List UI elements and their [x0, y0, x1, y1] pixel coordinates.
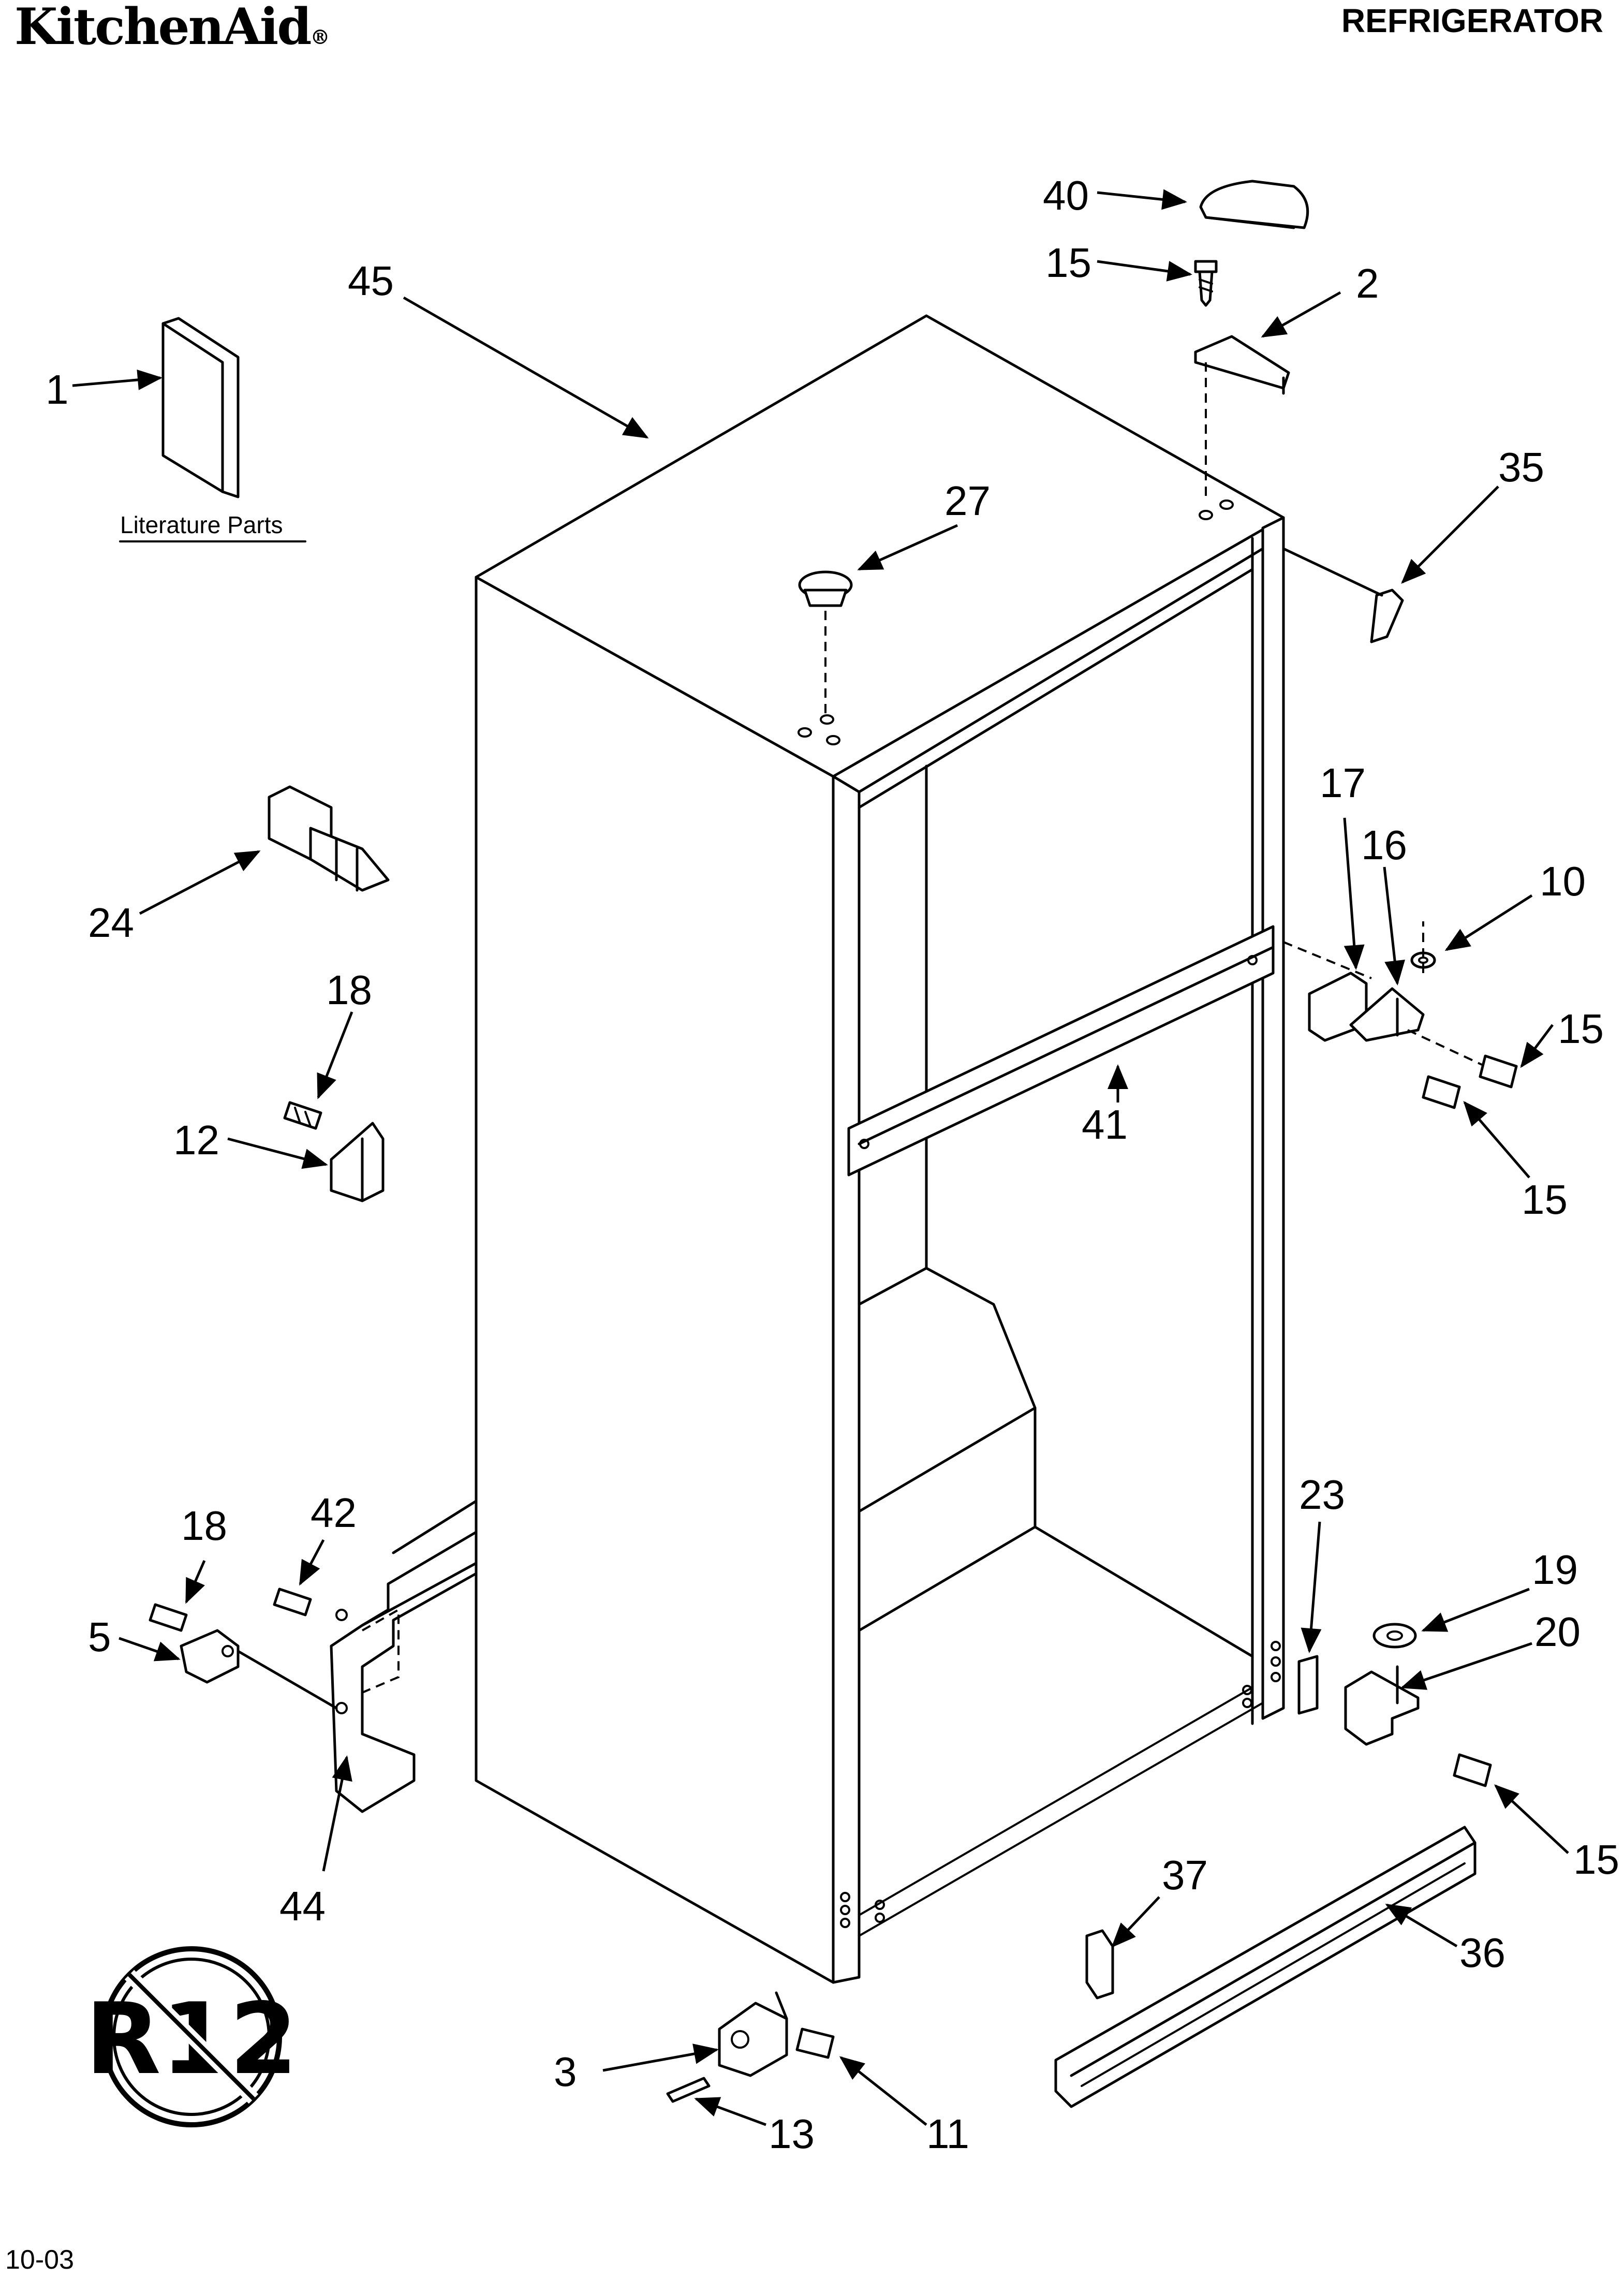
- callout-15-mid-a: 15: [1558, 1006, 1604, 1052]
- literature-booklet: [161, 317, 240, 498]
- callout-19: 19: [1532, 1547, 1578, 1593]
- bottom-hinge-20: [1344, 1665, 1420, 1746]
- callout-15-mid-b: 15: [1522, 1177, 1568, 1223]
- screw-11: [795, 2027, 835, 2059]
- callout-16: 16: [1361, 822, 1407, 868]
- callout-11: 11: [926, 2111, 969, 2157]
- product-title: REFRIGERATOR: [1341, 2, 1603, 39]
- callout-20: 20: [1534, 1609, 1581, 1655]
- callout-24: 24: [88, 900, 134, 946]
- callout-45: 45: [348, 258, 394, 304]
- callout-labels: 1 2 3 5 10 11 12 13 15 15 15 15 16 17 18…: [46, 172, 1619, 2157]
- washer-19: [1372, 1623, 1417, 1649]
- callout-18-bottom: 18: [181, 1503, 227, 1549]
- divider-rail: [847, 925, 1275, 1177]
- brand-logo: KitchenAid®: [14, 2, 330, 52]
- top-cap-40: [1199, 180, 1309, 229]
- callout-23: 23: [1299, 1472, 1345, 1518]
- cabinet: [475, 314, 1285, 1984]
- literature-caption: Literature Parts: [120, 511, 283, 538]
- callout-3: 3: [554, 2049, 577, 2095]
- screw-18-top: [283, 1101, 322, 1130]
- callout-1: 1: [46, 366, 69, 413]
- screw-42: [273, 1588, 312, 1616]
- callout-15-bottom: 15: [1573, 1836, 1619, 1883]
- callout-12: 12: [173, 1117, 219, 1163]
- top-hinge-2: [1194, 335, 1290, 497]
- kickplate-grille-36: [1054, 1826, 1477, 2108]
- no-r12-badge: R12: [85, 1946, 298, 2127]
- callout-2: 2: [1356, 260, 1379, 306]
- callout-40: 40: [1043, 172, 1089, 218]
- clamp-5: [180, 1629, 338, 1710]
- callout-41: 41: [1082, 1101, 1128, 1148]
- roller-3: [718, 1991, 788, 2077]
- callout-17: 17: [1320, 760, 1366, 806]
- callout-37: 37: [1162, 1852, 1208, 1898]
- screw-15-mid-b: [1422, 1075, 1461, 1109]
- screw-15-mid-a: [1479, 1054, 1518, 1089]
- callout-15-top: 15: [1045, 240, 1091, 286]
- pin-13: [666, 2077, 711, 2103]
- callout-44: 44: [279, 1883, 326, 1929]
- callout-42: 42: [311, 1490, 357, 1536]
- callout-18-top: 18: [326, 967, 372, 1013]
- center-hinge-16: [1349, 987, 1425, 1042]
- plug-27: [798, 570, 853, 714]
- spacer-23: [1297, 1655, 1319, 1715]
- screw-top: [1194, 260, 1218, 307]
- callout-5: 5: [88, 1614, 111, 1660]
- roller-24: [268, 785, 390, 892]
- clip-37: [1085, 1929, 1114, 2000]
- callout-35: 35: [1498, 444, 1544, 490]
- clip-12: [330, 1122, 385, 1202]
- brand-name: KitchenAid: [14, 0, 312, 56]
- brand-registered-mark: ®: [310, 25, 330, 49]
- callout-36: 36: [1459, 1930, 1505, 1976]
- callout-27: 27: [944, 478, 991, 524]
- callout-10: 10: [1540, 858, 1586, 904]
- callout-13: 13: [769, 2111, 815, 2157]
- hinge-cover-35: [1282, 547, 1404, 643]
- screw-18-bottom: [149, 1603, 188, 1632]
- rear-left-bracket: [330, 1500, 478, 1813]
- revision-code: 10-03: [5, 2245, 74, 2275]
- screw-15-bottom: [1453, 1753, 1492, 1787]
- leader-lines: [72, 189, 1569, 2126]
